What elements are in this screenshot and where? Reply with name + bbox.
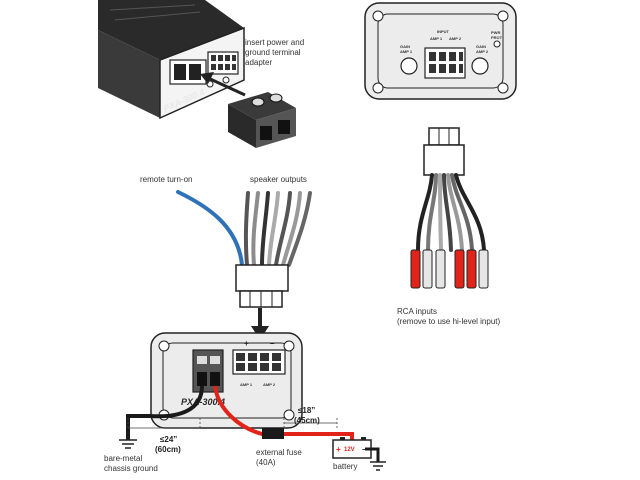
remote-turn-on-label: remote turn-on [140, 175, 192, 184]
power-wire [213, 385, 354, 442]
chassis-ground-label-line2: chassis ground [104, 464, 158, 473]
insert-adapter-label-line1: insert power and [245, 38, 304, 47]
fuse-distance-dimension [283, 418, 338, 428]
battery-minus-label: – [362, 445, 367, 454]
amplifier-input-panel: INPUT GAIN AMP 1 GAIN AMP 2 PWR PROT AMP… [364, 2, 517, 100]
gain-amp-left-line2: AMP 1 [400, 49, 413, 54]
terminal-adapter [228, 92, 296, 148]
speaker-output-harness [176, 190, 312, 267]
input-amp2-label: AMP 2 [449, 36, 462, 41]
rca-plug-red-1-icon [410, 249, 421, 289]
rca-plug-white-1-icon [422, 249, 433, 289]
power-led-icon [493, 40, 501, 48]
ground-length-label: ≤24” [160, 435, 177, 444]
fuse-icon [262, 428, 284, 439]
rca-plug-white-3-icon [478, 249, 489, 289]
input-label: INPUT [437, 29, 450, 34]
terminal-minus-label: – [270, 339, 275, 348]
gain-amp-left-line1: GAIN [400, 44, 410, 49]
speaker-outputs-label: speaker outputs [250, 175, 307, 184]
brand-label-bottom: PXA-300.4 [181, 397, 225, 407]
battery-voltage-label: 12V [344, 447, 355, 453]
rca-inputs-label: RCA inputs [397, 307, 437, 316]
gain-amp-right-line1: GAIN [476, 44, 486, 49]
terminal-plus-label: + [244, 339, 249, 348]
external-fuse-label: external fuse [256, 448, 302, 457]
rca-plug-red-2-icon [454, 249, 465, 289]
gain-amp-right-line2: AMP 2 [476, 49, 489, 54]
input-amp1-label: AMP 1 [430, 36, 443, 41]
speaker-output-connector [235, 264, 289, 308]
insert-adapter-label-line3: adapter [245, 58, 272, 67]
chassis-ground-icon [119, 439, 137, 449]
amplifier-power-panel: PXA-300.4 + – AMP 1 AMP 2 [150, 332, 303, 429]
gain-knob-right-icon[interactable] [471, 57, 489, 75]
ground-length-dimension [127, 418, 201, 429]
amplifier-side-view: PXA-300.4 [98, 0, 245, 120]
insert-adapter-label-line2: ground terminal [245, 48, 301, 57]
fuse-distance-label: ≤18” [298, 406, 315, 415]
prot-label: PROT [491, 35, 503, 40]
adapter-insert-arrow [207, 76, 246, 97]
gain-knob-left-icon[interactable] [400, 57, 418, 75]
ground-length-metric: (60cm) [155, 445, 181, 454]
rca-plug-red-3-icon [466, 249, 477, 289]
output-amp2-label: AMP 2 [263, 382, 276, 387]
fuse-distance-metric: (45cm) [294, 416, 320, 425]
battery-ground-icon [370, 461, 386, 471]
battery-plus-label: + [336, 445, 341, 454]
output-amp1-label: AMP 1 [240, 382, 253, 387]
pwr-label: PWR [491, 30, 500, 35]
battery-ground-wire [365, 447, 380, 462]
rca-input-harness [410, 127, 489, 289]
rca-plug-white-2-icon [435, 249, 446, 289]
ground-wire [126, 385, 204, 440]
rca-inputs-note: (remove to use hi-level input) [397, 317, 500, 326]
chassis-ground-label-line1: bare-metal [104, 454, 142, 463]
battery-label: battery [333, 462, 357, 471]
external-fuse-rating: (40A) [256, 458, 276, 467]
